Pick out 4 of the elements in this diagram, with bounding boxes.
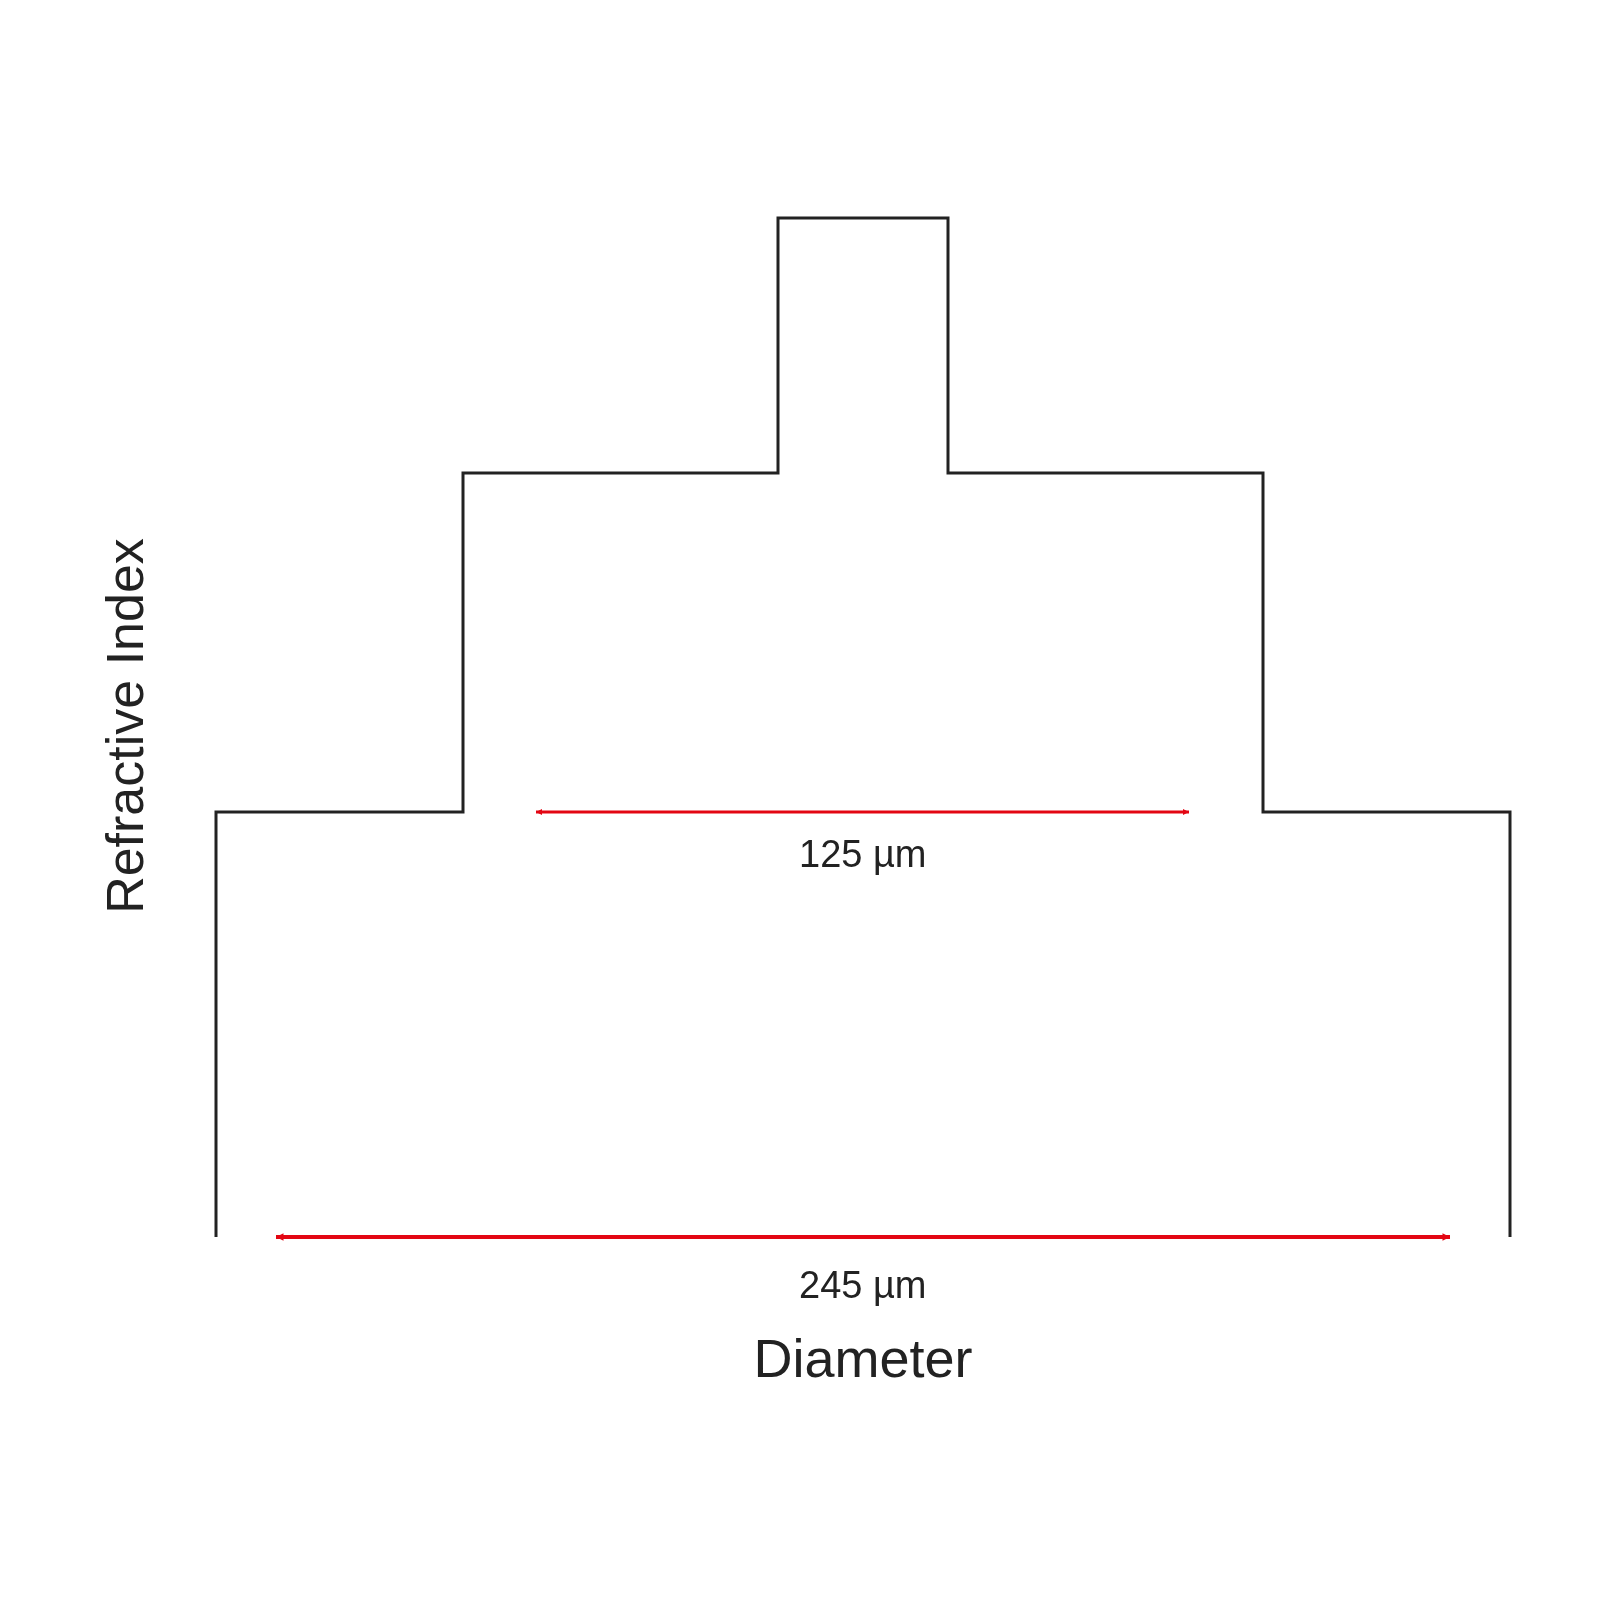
dimension-label: 245 µm — [799, 1266, 927, 1304]
dimension-label: 125 µm — [799, 835, 927, 873]
axis-label: Diameter — [753, 1331, 973, 1385]
axis-label: Refractive Index — [98, 538, 151, 914]
